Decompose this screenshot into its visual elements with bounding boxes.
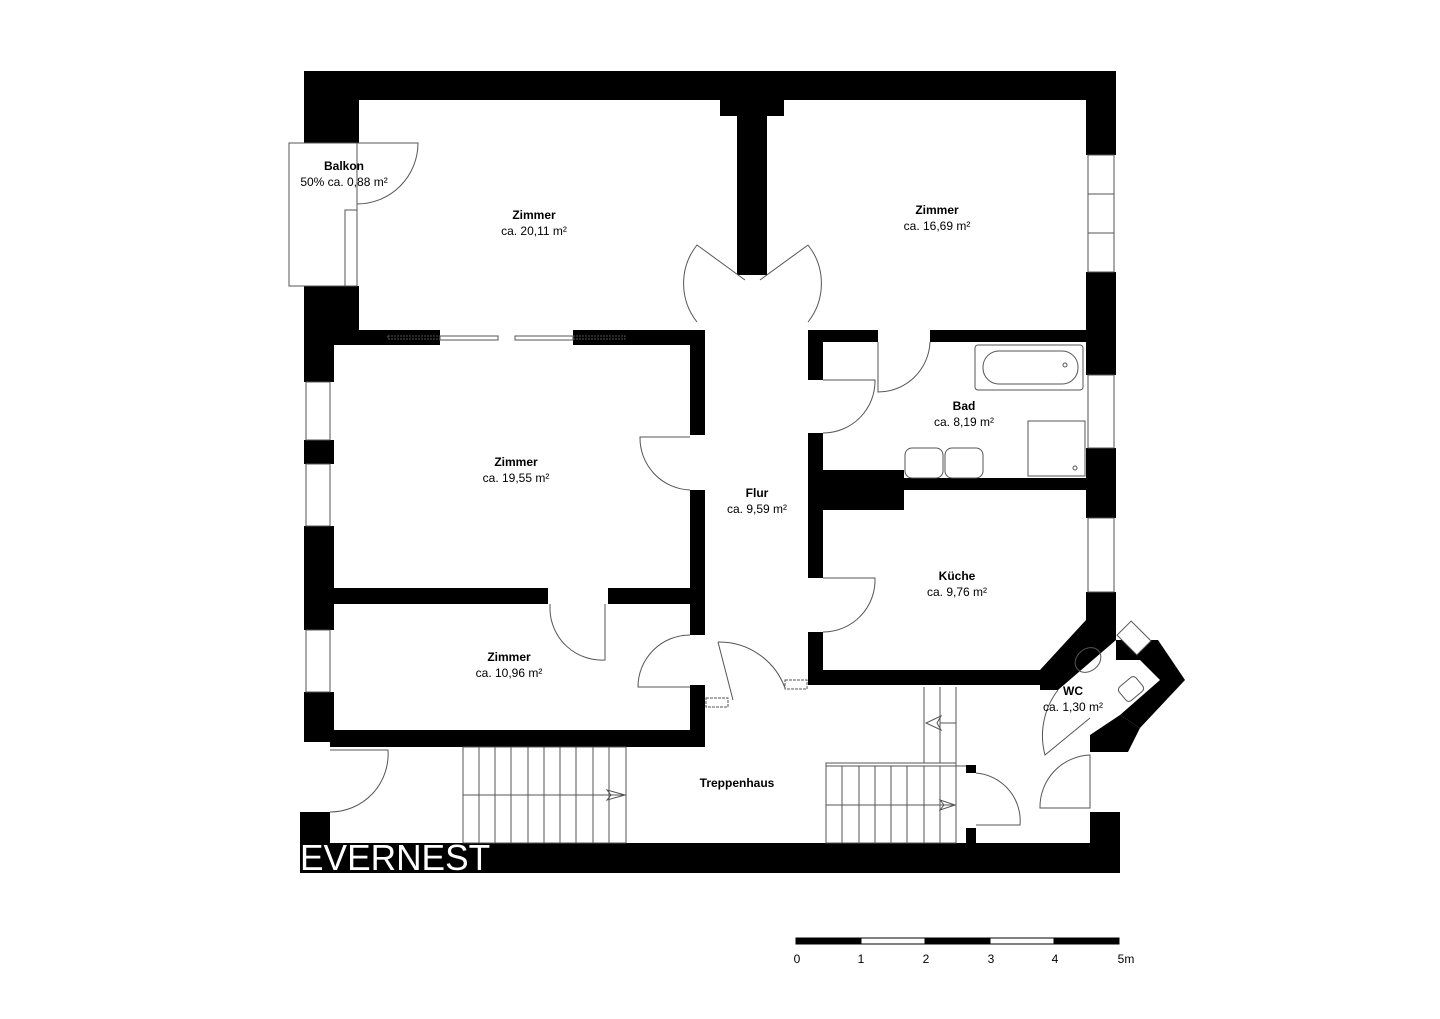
room-area: ca. 19,55 m² — [482, 471, 550, 485]
room-label-zimmer-3: Zimmer ca. 19,55 m² — [483, 454, 550, 486]
balcony — [288, 142, 419, 287]
room-name: Zimmer — [512, 208, 556, 222]
room-label-zimmer-4: Zimmer ca. 10,96 m² — [476, 649, 543, 681]
room-label-zimmer-1: Zimmer ca. 20,11 m² — [501, 207, 567, 239]
room-label-flur: Flur ca. 9,59 m² — [727, 485, 787, 517]
windows — [305, 154, 1152, 693]
room-area: ca. 8,19 m² — [933, 415, 995, 429]
room-area: ca. 9,76 m² — [926, 585, 988, 599]
stairs — [462, 687, 966, 844]
room-name: Zimmer — [494, 455, 538, 469]
evernest-logo: EVERNEST — [300, 837, 491, 878]
room-label-kueche: Küche ca. 9,76 m² — [927, 568, 987, 600]
room-area: 50% ca. 0,88 m² — [300, 175, 388, 189]
doors — [329, 244, 1091, 826]
walls — [300, 71, 1185, 873]
room-name: Zimmer — [487, 650, 531, 664]
scale-tick-4: 4 — [1051, 952, 1059, 966]
scale-tick-5m: 5m — [1117, 952, 1135, 966]
room-label-bad: Bad ca. 8,19 m² — [934, 398, 994, 430]
room-label-zimmer-2: Zimmer ca. 16,69 m² — [904, 202, 971, 234]
room-name: Bad — [952, 399, 976, 413]
scale-tick-3: 3 — [987, 952, 995, 966]
room-area: ca. 10,96 m² — [475, 666, 543, 680]
scale-tick-1: 1 — [857, 952, 865, 966]
room-label-treppenhaus: Treppenhaus — [700, 775, 775, 791]
room-name: Flur — [745, 486, 769, 500]
scale-bar — [795, 937, 1120, 945]
room-name: WC — [1063, 684, 1083, 698]
bathroom-fixtures — [904, 344, 1145, 702]
room-area: ca. 16,69 m² — [903, 219, 971, 233]
room-label-wc: WC ca. 1,30 m² — [1043, 683, 1103, 715]
room-name: Küche — [938, 569, 976, 583]
room-area: ca. 20,11 m² — [501, 224, 567, 238]
room-name: Balkon — [323, 159, 364, 173]
room-name: Zimmer — [915, 203, 959, 217]
scale-tick-0: 0 — [793, 952, 801, 966]
room-area: ca. 1,30 m² — [1042, 700, 1104, 714]
room-label-balkon: Balkon 50% ca. 0,88 m² — [300, 158, 387, 190]
room-area: ca. 9,59 m² — [726, 502, 788, 516]
scale-tick-2: 2 — [922, 952, 930, 966]
room-name: Treppenhaus — [699, 776, 775, 790]
